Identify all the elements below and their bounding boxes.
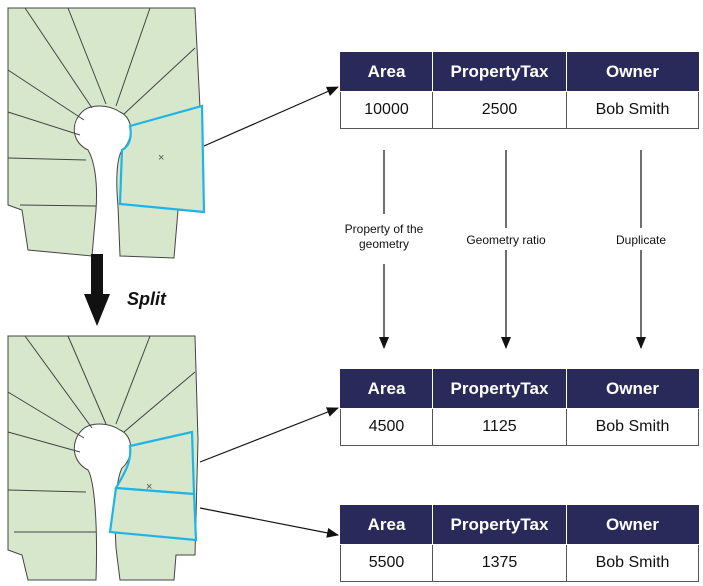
attribute-table-original: Area PropertyTax Owner 10000 2500 Bob Sm… xyxy=(340,52,699,129)
centroid-marker-before: × xyxy=(158,152,164,164)
header-property-tax: PropertyTax xyxy=(432,369,567,409)
cell-owner: Bob Smith xyxy=(566,544,699,582)
arrow-to-table-middle xyxy=(199,407,339,463)
table-header-row: Area PropertyTax Owner xyxy=(340,505,699,545)
split-label: Split xyxy=(127,289,166,309)
split-arrow xyxy=(84,254,110,326)
arrow-to-table-top xyxy=(203,86,339,147)
table-header-row: Area PropertyTax Owner xyxy=(340,52,699,92)
cell-property-tax: 1375 xyxy=(432,544,567,582)
attribute-table-split-a: Area PropertyTax Owner 4500 1125 Bob Smi… xyxy=(340,369,699,446)
cell-owner: Bob Smith xyxy=(566,91,699,129)
header-property-tax: PropertyTax xyxy=(432,505,567,545)
header-property-tax: PropertyTax xyxy=(432,52,567,92)
cell-owner: Bob Smith xyxy=(566,408,699,446)
selected-parcel-before xyxy=(118,104,206,214)
policy-label-property-tax: Geometry ratio xyxy=(466,233,546,247)
centroid-marker-after: × xyxy=(146,481,152,493)
header-owner: Owner xyxy=(566,369,699,409)
cell-area: 4500 xyxy=(340,408,433,446)
policy-label-area-line2: geometry xyxy=(358,237,410,251)
policy-label-owner: Duplicate xyxy=(615,233,667,247)
header-area: Area xyxy=(340,369,433,409)
parcel-map-before: × xyxy=(7,7,206,259)
cell-property-tax: 1125 xyxy=(432,408,567,446)
policy-label-area-line1: Property of the xyxy=(344,222,424,236)
header-area: Area xyxy=(340,52,433,92)
policy-label-area: Property of the geometry xyxy=(324,222,444,252)
split-parcel-upper xyxy=(114,430,196,496)
cell-area: 10000 xyxy=(340,91,433,129)
split-parcel-lower xyxy=(108,486,198,542)
cell-area: 5500 xyxy=(340,544,433,582)
table-row: 4500 1125 Bob Smith xyxy=(340,408,699,446)
table-header-row: Area PropertyTax Owner xyxy=(340,369,699,409)
cell-property-tax: 2500 xyxy=(432,91,567,129)
header-area: Area xyxy=(340,505,433,545)
header-owner: Owner xyxy=(566,52,699,92)
table-row: 10000 2500 Bob Smith xyxy=(340,91,699,129)
header-owner: Owner xyxy=(566,505,699,545)
table-row: 5500 1375 Bob Smith xyxy=(340,544,699,582)
attribute-table-split-b: Area PropertyTax Owner 5500 1375 Bob Smi… xyxy=(340,505,699,582)
arrow-to-table-bottom xyxy=(199,507,339,538)
parcel-map-after: × xyxy=(7,335,199,581)
